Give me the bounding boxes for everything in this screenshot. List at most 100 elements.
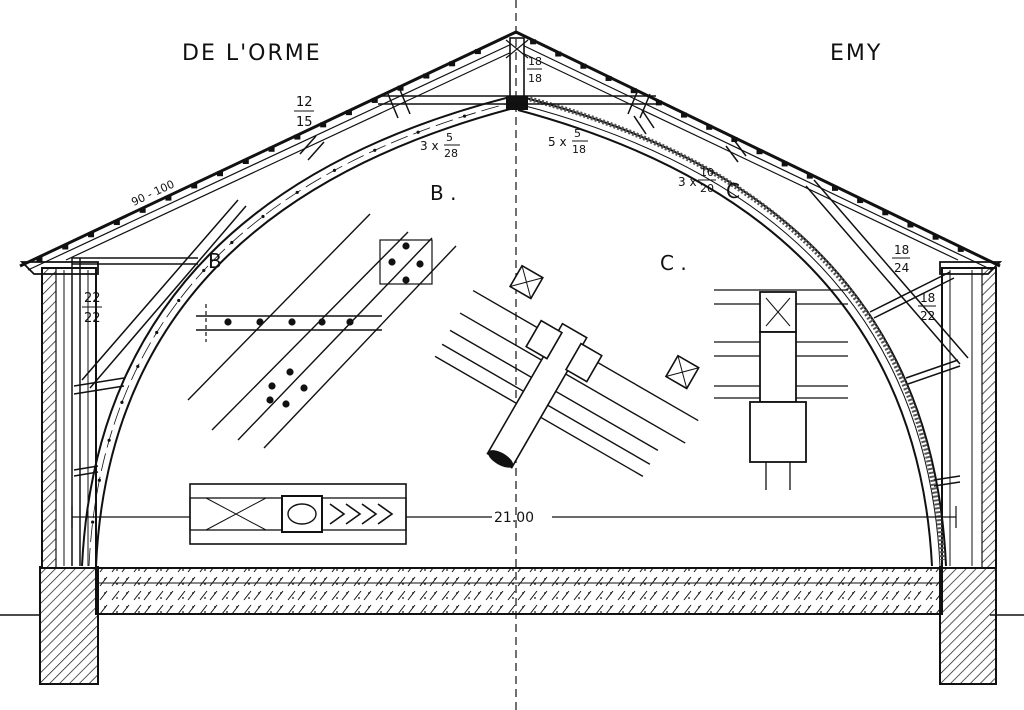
splice-detail [189,483,407,545]
purlin-block [165,195,172,201]
purlin-block [320,122,327,128]
purlin-block [655,100,662,106]
arch-bolt [120,400,124,404]
arch-bolt [91,520,95,524]
purlin-block [113,220,120,226]
detail-b-bolt [300,384,308,392]
marker-b: B [208,249,222,273]
detail-b-bolt [346,318,354,326]
purlin-block [781,161,788,167]
purlin-block [423,73,430,79]
detail-b-bolt [288,318,296,326]
svg-text:18: 18 [572,143,586,156]
svg-text:5 x: 5 x [548,135,567,149]
detail-b-bolt [286,368,294,376]
arch-bolt [202,268,206,273]
svg-text:18: 18 [528,72,542,85]
purlin-block [756,149,763,155]
svg-text:18: 18 [894,243,909,257]
svg-text:22: 22 [84,291,101,306]
purlin-block [242,158,249,164]
purlin-block [474,49,481,55]
arch-bolt [462,114,467,118]
detail-b-bolt [402,276,410,284]
purlin-block [191,183,198,189]
arch-bolt [416,130,420,134]
detail-b-bolt [266,396,274,404]
svg-text:18: 18 [528,55,542,68]
detail-b [187,213,457,449]
fraction-strut-right: 18 22 [918,291,936,323]
purlin-block [530,39,537,45]
foundation-right [939,566,997,685]
detail-c-title: C . [660,251,687,275]
left-title: DE L'ORME [182,41,322,66]
svg-text:5: 5 [574,127,581,140]
purlin-block [139,207,146,213]
purlin-block [706,124,713,130]
detail-b-bolt [224,318,232,326]
svg-text:18: 18 [920,291,935,305]
marker-c: C [726,179,740,203]
purlin-block [907,222,914,228]
detail-c-elevation [714,289,848,490]
purlin-block [36,256,43,262]
fraction-ridge: 18 18 [527,55,542,85]
detail-b-title: B . [430,181,456,205]
purlin-block [345,110,352,116]
arch-bolt [261,214,265,219]
fraction-arch-c: 3 x 10 20 [678,166,716,195]
fraction-rafter-right: 18 24 [892,243,910,275]
fraction-arch-right: 5 x 5 18 [548,127,588,156]
collar-tie [378,95,656,105]
purlin-block [555,51,562,57]
floor-slab [95,567,943,615]
span-label: 21.00 [494,510,534,526]
detail-b-bolts [224,242,424,408]
purlin-block [681,112,688,118]
purlin-block [217,171,223,177]
detail-b-bolt [318,318,326,326]
purlin-block [882,210,889,216]
purlins [36,39,964,262]
purlin-block [957,246,964,252]
svg-text:28: 28 [444,147,458,160]
purlin-block [831,185,838,191]
purlin-block [88,232,95,238]
purlin-block [268,146,275,152]
purlin-block [630,88,637,94]
arch-right-laminated [517,95,947,567]
arch-bolt [136,364,140,369]
svg-text:3 x: 3 x [420,139,439,153]
purlin-block [371,97,378,103]
fraction-arch-left: 3 x 5 28 [420,131,460,160]
purlin-block [932,234,939,240]
fraction-rafter-left: 12 15 [294,95,314,130]
ridge-post [505,37,529,110]
arch-bolt [107,438,111,442]
purlin-block [857,198,864,204]
wall-right [939,261,1003,569]
right-title: EMY [830,41,882,66]
detail-b-bolt [416,260,424,268]
arch-bolt [295,190,299,195]
purlin-block [449,61,456,67]
purlin-block [62,244,69,250]
arch-bolt [373,148,377,152]
svg-text:20: 20 [700,182,714,195]
svg-text:22: 22 [84,311,101,326]
arch-bolt [230,240,234,245]
arch-bolt [177,298,181,303]
svg-text:12: 12 [296,95,313,110]
purlin-block [731,137,738,143]
purlin-block [397,85,404,91]
detail-c-rotated [434,264,700,477]
svg-text:5: 5 [446,131,453,144]
fraction-wall-post: 22 22 [82,291,102,326]
arch-left-bolts [91,114,467,524]
svg-text:3 x: 3 x [678,175,697,189]
purlin-block [580,63,587,69]
detail-b-bolt [282,400,290,408]
svg-text:15: 15 [296,115,313,130]
